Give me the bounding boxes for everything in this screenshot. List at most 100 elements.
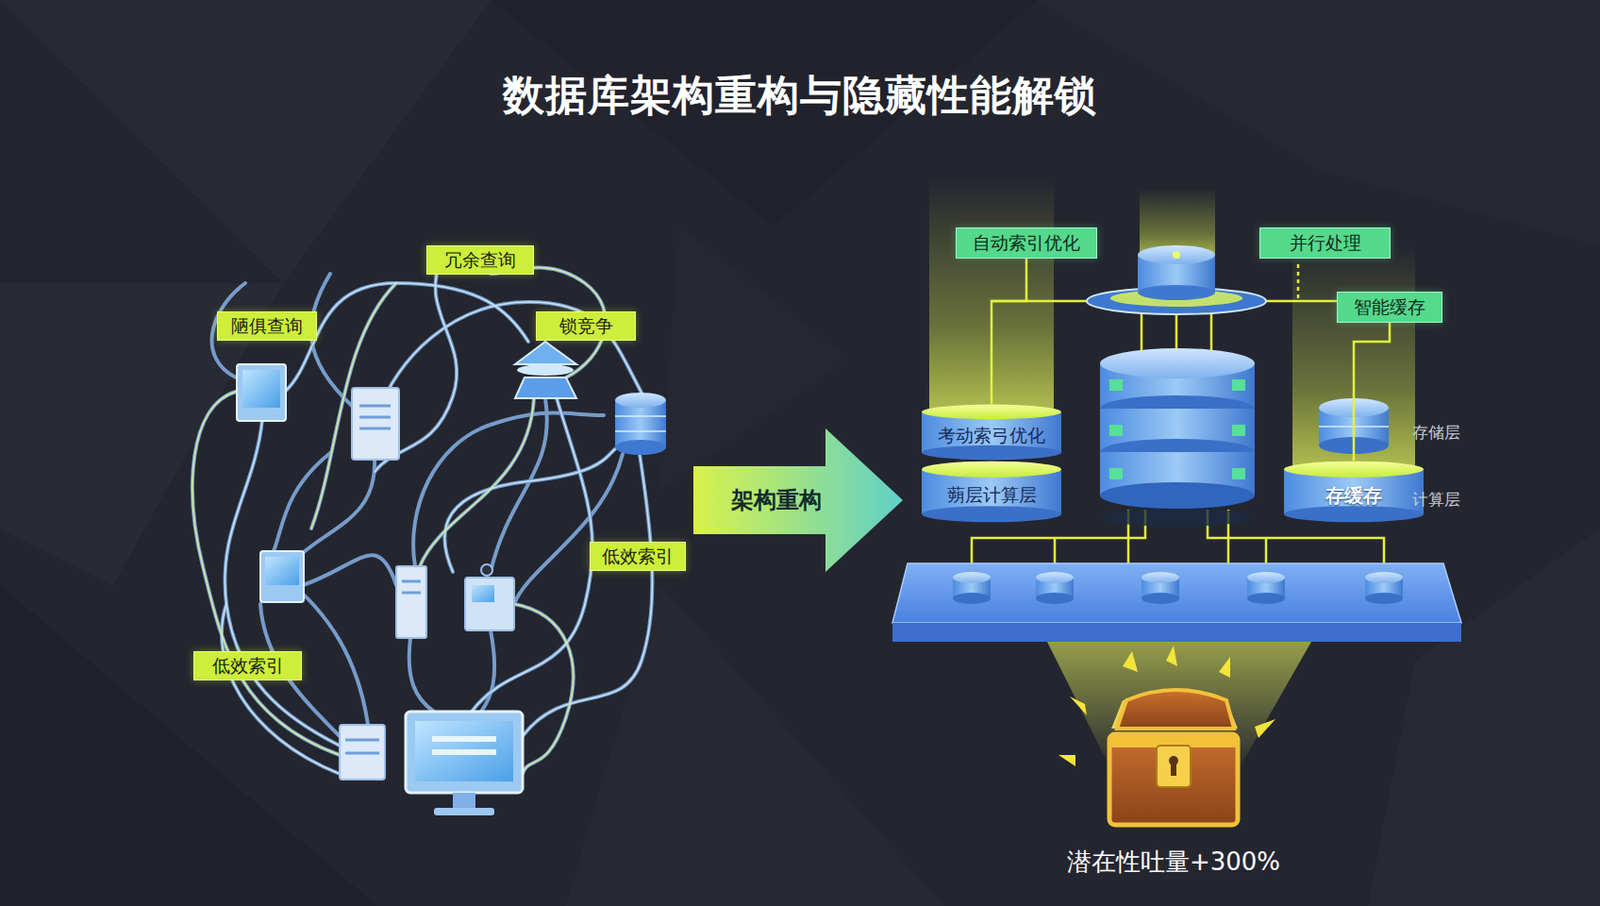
tangled-wires-part-part xyxy=(377,301,642,416)
cylinder-bottom xyxy=(921,445,1062,461)
background-facets-part xyxy=(660,226,850,491)
device-icons xyxy=(236,341,667,816)
tangled-wires-part xyxy=(221,254,652,774)
issue-tag: 低效索引 xyxy=(589,541,686,571)
cache-mini-disk-part xyxy=(1318,425,1389,428)
device-icons-part xyxy=(615,415,667,417)
platform-disks-part xyxy=(1035,571,1074,584)
feature-tag: 并行处理 xyxy=(1259,227,1391,259)
central-database-stack-part xyxy=(1137,245,1216,265)
device-icons-part xyxy=(432,749,497,755)
yellow-links-part xyxy=(991,300,1093,303)
connector-line xyxy=(991,258,1027,404)
light-beams-part xyxy=(1292,245,1416,482)
device-icons-part xyxy=(515,377,577,399)
central-database-stack-part xyxy=(1100,507,1252,527)
node-text: 考动索弓优化 xyxy=(937,423,1046,449)
tangled-wires-part-part xyxy=(302,554,397,585)
platform-disks-part xyxy=(1247,571,1285,584)
database-cylinder: 蒴层计算层 xyxy=(921,460,1062,523)
tangled-wires-part-part xyxy=(192,391,340,755)
device-icons-part xyxy=(615,439,667,455)
platform-disks-part xyxy=(952,592,991,604)
central-database-stack-part xyxy=(1109,467,1123,480)
yellow-links-part xyxy=(1210,311,1214,354)
tangled-wires-part xyxy=(192,266,606,774)
device-icons-part xyxy=(432,735,497,742)
node-platform-part xyxy=(892,563,1462,623)
tangled-wires-part-part xyxy=(413,413,604,567)
treasure-chest-part xyxy=(1069,696,1087,716)
device-icons-part xyxy=(401,580,421,584)
yellow-links-part xyxy=(1175,311,1179,354)
treasure-chest-part xyxy=(1058,754,1076,767)
device-icons-part xyxy=(359,416,391,419)
background-facets-part xyxy=(566,584,944,906)
device-icons-part xyxy=(396,566,427,638)
tangled-wires-part-part xyxy=(471,398,593,712)
tangled-wires-part-part xyxy=(409,637,434,712)
treasure-chest-part xyxy=(1170,762,1177,776)
layer-label: 计算层 xyxy=(1412,488,1461,511)
cylinder-bottom xyxy=(1283,505,1424,522)
cylinder-top xyxy=(921,404,1062,420)
cache-mini-disk xyxy=(1318,398,1389,454)
node-text: 低效索引 xyxy=(601,544,674,569)
yellow-links-part xyxy=(1140,311,1144,354)
tangled-wires-part-part xyxy=(522,453,652,736)
tangled-wires-part-part xyxy=(224,419,340,746)
device-icons-part xyxy=(351,387,400,460)
treasure-chest-part xyxy=(1254,718,1276,738)
central-database-stack-part xyxy=(1137,284,1216,300)
treasure-chest-part xyxy=(1218,656,1231,678)
issue-tag: 锁竞争 xyxy=(535,311,636,341)
feature-tag: 自动索引优化 xyxy=(955,227,1098,259)
cylinder-top xyxy=(1283,461,1424,478)
central-database-stack-part xyxy=(1172,250,1181,259)
light-beams xyxy=(929,179,1416,482)
central-database-stack-part xyxy=(1232,467,1246,480)
central-database-stack-part xyxy=(1100,482,1255,509)
device-icons-part xyxy=(615,430,667,433)
device-icons-part xyxy=(516,364,574,376)
cache-mini-disk-part xyxy=(1318,398,1389,417)
tangled-wires-part-part xyxy=(273,452,331,551)
platform-disks xyxy=(952,571,1403,604)
platform-disks-part xyxy=(1141,571,1180,584)
yellow-links-part xyxy=(1260,300,1337,303)
platform-disks-part xyxy=(1035,592,1074,604)
platform-disks-part xyxy=(1365,592,1403,604)
refactor-arrow: 架构重构 xyxy=(693,428,903,572)
node-platform-part xyxy=(892,622,1462,642)
arrow-body xyxy=(693,428,903,572)
device-icons-part xyxy=(359,427,391,431)
device-icons-part xyxy=(242,369,281,408)
platform-disks-part xyxy=(1141,592,1180,604)
node-text: 架构重构 xyxy=(731,484,822,516)
node-text: 存缓存 xyxy=(1325,483,1383,509)
device-icons-part xyxy=(481,564,493,576)
background-facets-part xyxy=(1037,0,1600,246)
central-database-stack-part xyxy=(1109,424,1123,436)
tangled-wires-part-part xyxy=(284,283,529,392)
feature-tag: 智能缓存 xyxy=(1336,291,1443,323)
platform-disks-part xyxy=(1247,592,1285,604)
device-icons-part xyxy=(405,711,523,793)
cache-mini-disk-part xyxy=(1318,436,1389,454)
node-text: 陋俱查询 xyxy=(231,314,303,339)
device-icons-part xyxy=(452,792,476,808)
platform-disks-part xyxy=(952,571,991,584)
central-database-stack-part xyxy=(1100,348,1255,379)
treasure-chest-part xyxy=(1166,645,1178,667)
background-facets-part xyxy=(0,0,491,284)
cylinder-bottom xyxy=(921,505,1062,522)
device-icons-part xyxy=(615,392,667,408)
device-icons-part xyxy=(515,341,577,365)
device-icons-part xyxy=(339,724,385,780)
layer-label: 存储层 xyxy=(1412,421,1461,444)
database-cylinder: 考动索弓优化 xyxy=(921,403,1062,461)
